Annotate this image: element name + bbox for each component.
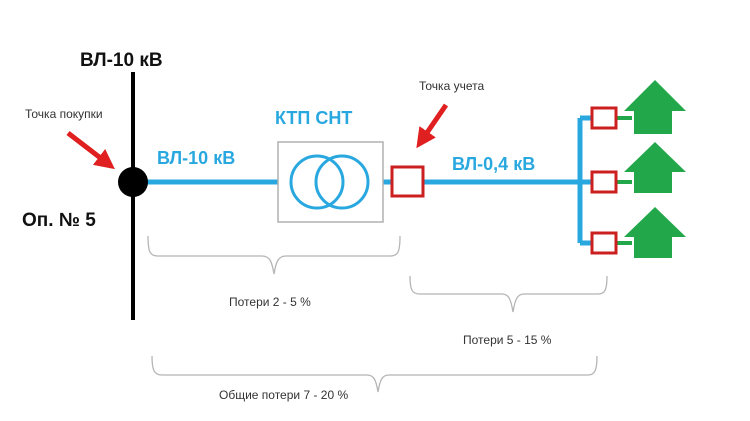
meter-box-icon <box>390 165 425 198</box>
loss-hv-label: Потери 2 - 5 % <box>229 295 311 309</box>
transformer-icon <box>277 141 384 223</box>
brace-lv-losses <box>409 275 608 313</box>
brace-total-losses <box>151 355 598 393</box>
loss-lv-label: Потери 5 - 15 % <box>463 333 552 347</box>
house-icon <box>624 80 686 134</box>
house-icon <box>624 142 686 193</box>
house-meter-icon <box>590 231 618 255</box>
red-arrow-icon <box>66 131 115 170</box>
house-meter-icon <box>590 170 618 194</box>
pole-label: Оп. № 5 <box>22 210 96 231</box>
brace-hv-losses <box>147 235 401 275</box>
loss-total-label: Общие потери 7 - 20 % <box>219 388 348 402</box>
purchase-point-label: Точка покупки <box>25 107 103 121</box>
purchase-point-dot <box>118 167 148 197</box>
metering-point-label: Точка учета <box>419 79 484 93</box>
top-line-label: ВЛ-10 кВ <box>80 50 163 71</box>
house-meter-icon <box>590 106 618 130</box>
substation-label: КТП СНТ <box>275 108 352 128</box>
hv-line-label: ВЛ-10 кВ <box>157 148 235 168</box>
house-icon <box>624 207 686 258</box>
red-arrow-icon <box>416 103 449 149</box>
lv-line-label: ВЛ-0,4 кВ <box>452 154 535 174</box>
